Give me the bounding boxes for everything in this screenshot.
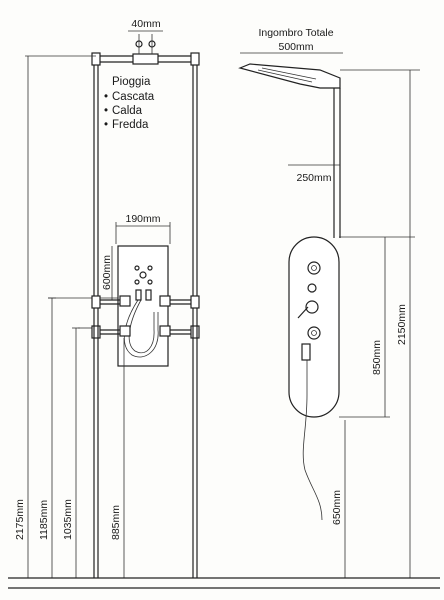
legend-bullet-2: • [104,105,108,117]
legend-item-fredda: Fredda [112,119,149,131]
hand-shower [301,343,311,361]
height-1035-label: 1035mm [62,499,74,540]
panel-controls [297,261,321,340]
legend-bullet-3: • [104,119,108,131]
height-1185-label: 1185mm [38,500,50,540]
plate-width-label: 190mm [125,213,160,225]
legend-title: Pioggia [112,76,151,88]
mount-height-label: 650mm [331,490,343,525]
height-2175-label: 2175mm [14,499,26,540]
outlet-legend: Pioggia • Cascata • Calda • Fredda [104,76,155,131]
top-width-label: 40mm [131,18,160,30]
arm-depth-label: 250mm [296,172,331,184]
height-885-label: 885mm [110,505,122,540]
overall-size-title: Ingombro Totale [258,27,333,39]
legend-item-calda: Calda [112,105,143,117]
panel-height-label: 850mm [371,340,383,375]
rain-shower-head [238,63,341,89]
total-depth-label: 500mm [278,41,313,53]
legend-item-cascata: Cascata [112,91,155,103]
total-height-label: 2150mm [396,304,408,345]
left-piping-diagram: 40mm Pioggia • Cascata • Calda • Fredda … [14,18,200,578]
right-panel-diagram: Ingombro Totale 500mm 250mm [238,27,420,578]
floor-line [8,577,440,589]
plate-height-label: 600mm [101,255,113,290]
plate-outlets [134,265,153,285]
legend-bullet-1: • [104,91,108,103]
top-inlet-fittings [132,34,159,65]
hand-shower-hose [302,345,323,521]
